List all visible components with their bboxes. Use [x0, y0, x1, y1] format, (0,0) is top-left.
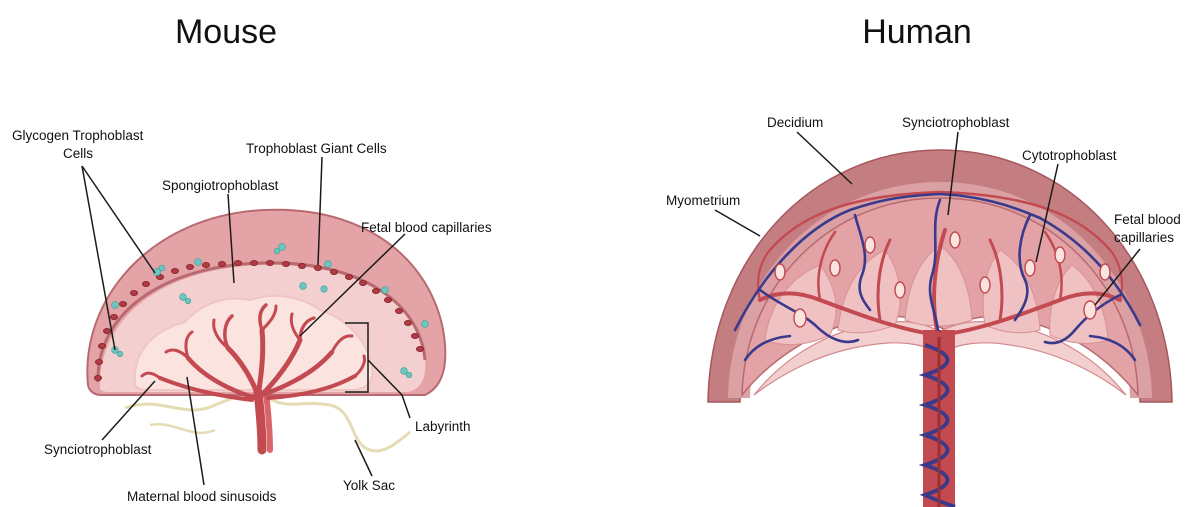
label-spongiotrophoblast: Spongiotrophoblast [162, 178, 279, 193]
yolk-sac-membrane-lower [150, 424, 215, 433]
label-labyrinth: Labyrinth [415, 419, 471, 434]
label-fetal-blood-line1: Fetal blood [1114, 212, 1181, 227]
label-trophoblast-giant-cells: Trophoblast Giant Cells [246, 141, 387, 156]
label-synciotrophoblast-human: Synciotrophoblast [902, 115, 1010, 130]
label-synciotrophoblast-mouse: Synciotrophoblast [44, 442, 152, 457]
label-decidium: Decidium [767, 115, 823, 130]
label-maternal-blood-sinusoids: Maternal blood sinusoids [127, 489, 277, 504]
label-glycogen-line2: Cells [63, 146, 93, 161]
label-fetal-blood-line2: capillaries [1114, 230, 1174, 245]
label-cytotrophoblast: Cytotrophoblast [1022, 148, 1117, 163]
human-title: Human [862, 13, 972, 51]
label-glycogen-line1: Glycogen Trophoblast [12, 128, 144, 143]
label-fetal-blood-capillaries-mouse: Fetal blood capillaries [361, 220, 492, 235]
human-placenta-illustration [708, 150, 1172, 507]
mouse-title: Mouse [175, 13, 277, 51]
label-myometrium: Myometrium [666, 193, 740, 208]
label-yolk-sac: Yolk Sac [343, 478, 395, 493]
